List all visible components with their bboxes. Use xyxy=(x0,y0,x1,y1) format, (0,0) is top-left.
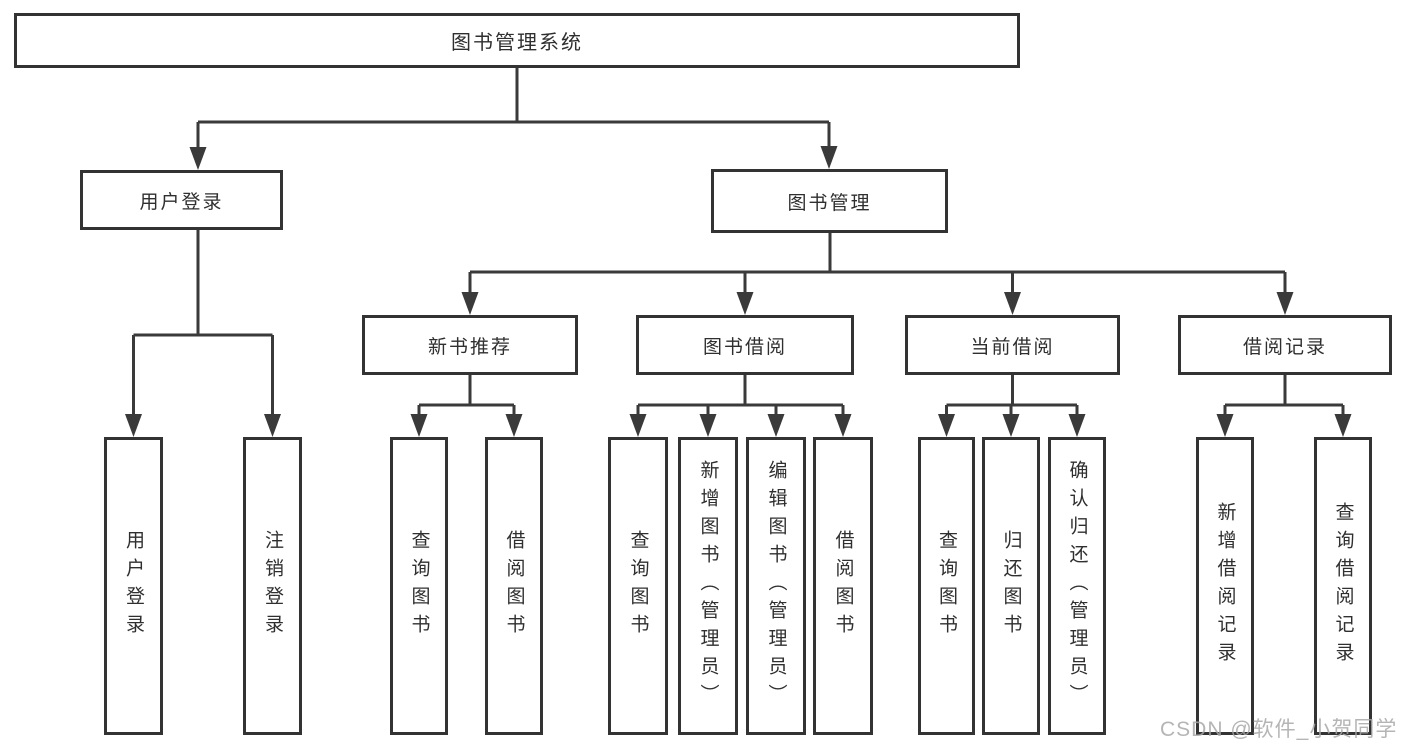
connector-new-book-children xyxy=(410,375,523,437)
leaf-confirm-return-admin: 确认归还（管理员） xyxy=(1048,437,1106,735)
leaf-edit-book-admin: 编辑图书（管理员） xyxy=(746,437,806,735)
leaf-borrow-books-recommend: 借阅图书 xyxy=(485,437,543,735)
node-book-borrow: 图书借阅 xyxy=(636,315,854,375)
leaf-query-books-current: 查询图书 xyxy=(918,437,975,735)
node-library-system: 图书管理系统 xyxy=(14,13,1020,68)
node-borrow-records: 借阅记录 xyxy=(1178,315,1392,375)
node-new-book-recommend: 新书推荐 xyxy=(362,315,578,375)
node-current-borrow: 当前借阅 xyxy=(905,315,1120,375)
leaf-user-login: 用户登录 xyxy=(104,437,163,735)
connector-current-borrow-children xyxy=(938,375,1086,437)
leaf-add-book-admin: 新增图书（管理员） xyxy=(678,437,738,735)
leaf-logout: 注销登录 xyxy=(243,437,302,735)
connector-borrow-records-children xyxy=(1216,375,1352,437)
leaf-query-borrow-record: 查询借阅记录 xyxy=(1314,437,1372,735)
leaf-add-borrow-record: 新增借阅记录 xyxy=(1196,437,1254,735)
leaf-query-books-borrow: 查询图书 xyxy=(608,437,668,735)
leaf-query-books-recommend: 查询图书 xyxy=(390,437,448,735)
watermark: CSDN @软件_小贺同学 xyxy=(1160,718,1398,741)
leaf-return-book: 归还图书 xyxy=(982,437,1040,735)
connector-user-login-children xyxy=(125,230,281,437)
node-user-login: 用户登录 xyxy=(80,170,283,230)
connector-root-to-level2 xyxy=(189,68,838,170)
leaf-borrow-books: 借阅图书 xyxy=(813,437,873,735)
connector-book-management-children xyxy=(461,233,1294,315)
node-book-management: 图书管理 xyxy=(711,169,948,233)
connector-book-borrow-children xyxy=(629,375,852,437)
